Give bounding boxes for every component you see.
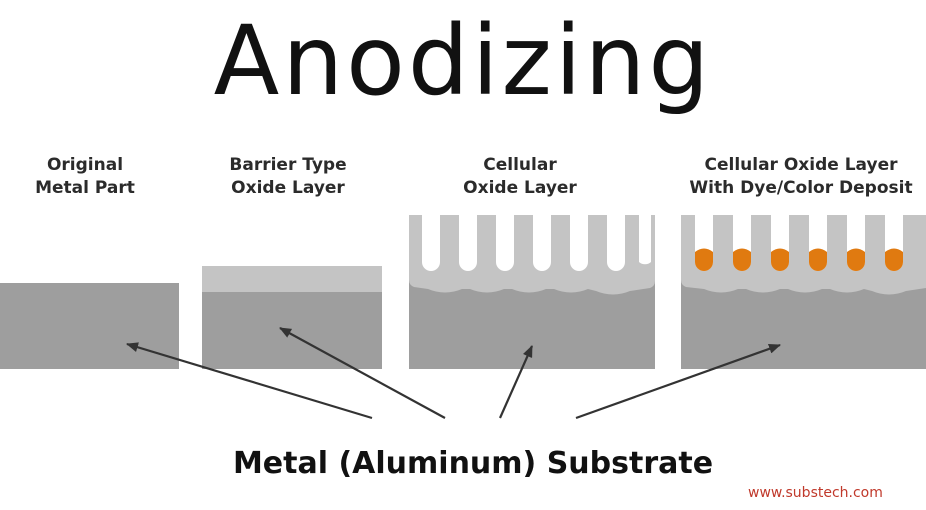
panel-label-barrier: Barrier Type Oxide Layer [198,154,378,200]
cellular-panel [409,215,655,369]
original-metal-block [0,283,179,369]
panel-label-original: Original Metal Part [0,154,170,200]
arrow-to-dyed [575,343,781,420]
diagram-title: Anodizing [213,5,713,117]
panel-label-original-line2: Metal Part [35,178,135,198]
panel-label-cellular-line2: Oxide Layer [463,178,577,198]
arrow-to-barrier [279,327,446,419]
panel-label-dyed: Cellular Oxide Layer With Dye/Color Depo… [676,154,926,200]
dyed-substrate-block [681,280,926,369]
panel-label-dyed-line1: Cellular Oxide Layer [704,155,898,175]
panel-label-cellular: Cellular Oxide Layer [430,154,610,200]
panel-label-dyed-line2: With Dye/Color Deposit [689,178,913,198]
panel-label-barrier-line2: Oxide Layer [231,178,345,198]
substrate-arrows [126,327,781,420]
panel-label-cellular-line1: Cellular [483,155,557,175]
panel-label-barrier-line1: Barrier Type [229,155,347,175]
cellular-pores [422,215,651,271]
dye-deposits [695,248,903,271]
panel-label-original-line1: Original [46,155,124,175]
barrier-oxide-layer [202,266,382,292]
barrier-substrate-block [202,291,382,369]
watermark-url: www.substech.com [748,485,883,501]
dyed-panel [681,215,926,369]
arrow-to-original [126,342,373,420]
arrow-to-cellular [498,345,534,419]
substrate-label: Metal (Aluminum) Substrate [232,446,714,481]
